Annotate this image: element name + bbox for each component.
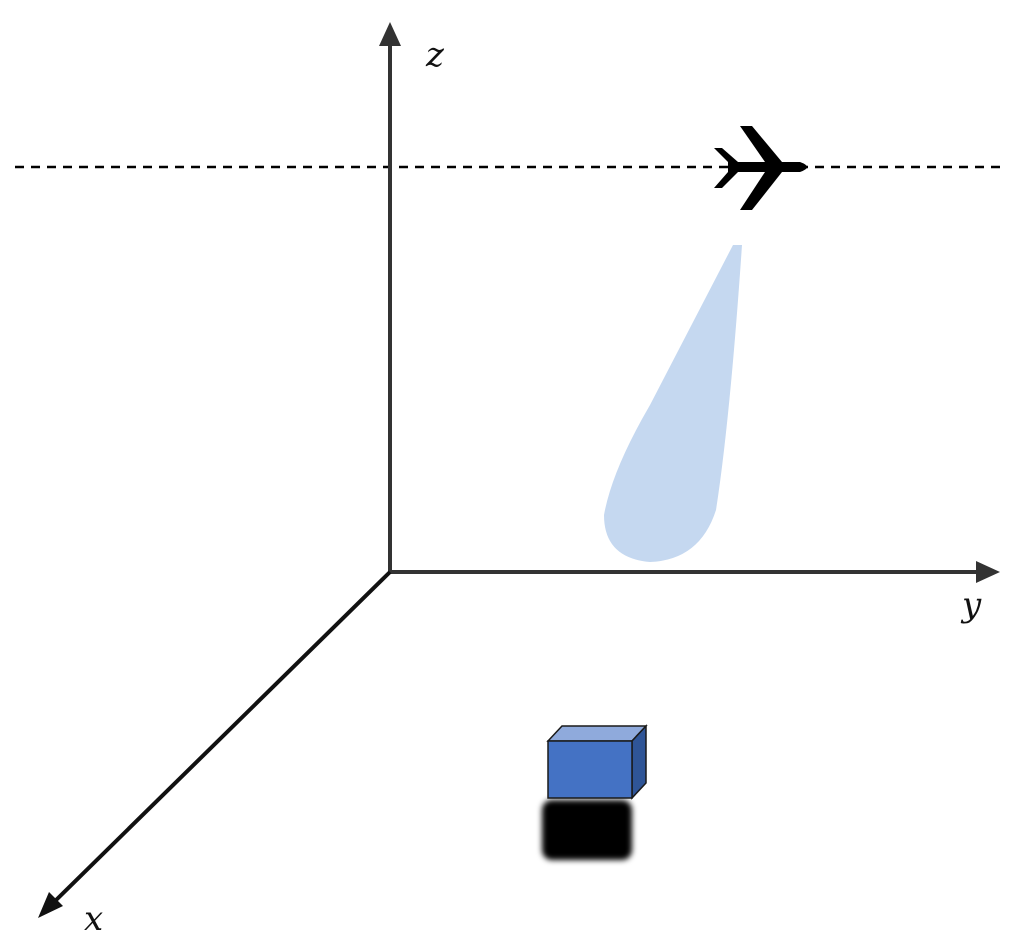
y-axis-label: y: [960, 585, 982, 625]
target-box-front: [547, 740, 633, 799]
z-axis-label: z: [425, 35, 445, 75]
box-icon: [546, 724, 648, 800]
x-axis-label: x: [84, 899, 103, 939]
x-axis: [38, 570, 392, 918]
y-axis: [390, 561, 1000, 583]
target-shadow: [542, 800, 632, 860]
target-box-top: [546, 725, 648, 742]
airplane-icon: [714, 126, 807, 210]
z-axis: [379, 22, 401, 572]
radar-beam: [604, 245, 742, 562]
